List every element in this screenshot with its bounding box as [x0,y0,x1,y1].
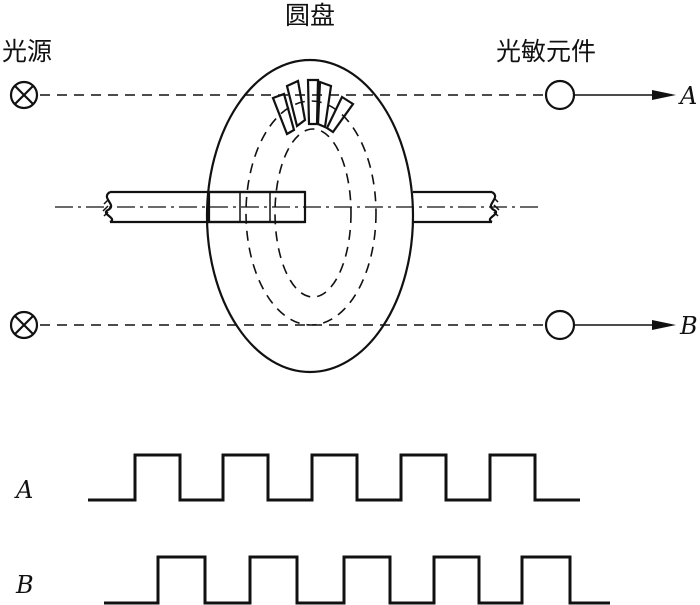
disc-slot-track-outer [245,100,377,326]
light-source-b-icon [9,310,39,340]
disc-slot-track-inner [274,128,352,298]
waveform-a [88,453,580,502]
shaft-right [413,190,500,224]
wave-b-label: B [15,571,34,599]
output-a-label: A [678,82,697,110]
photo-element-label: 光敏元件 [496,37,596,66]
wave-a-label: A [14,476,33,504]
output-arrow-b [574,320,676,330]
output-arrow-a [574,90,676,100]
disc-slots [271,78,355,136]
disc-label: 圆盘 [285,1,335,30]
disc-outer [205,58,415,374]
photo-element-a-icon [544,79,576,111]
light-source-a-icon [9,80,39,110]
waveform-b [104,555,610,605]
light-source-label: 光源 [2,37,52,66]
photo-element-b-icon [544,309,576,341]
output-b-label: B [679,312,698,340]
